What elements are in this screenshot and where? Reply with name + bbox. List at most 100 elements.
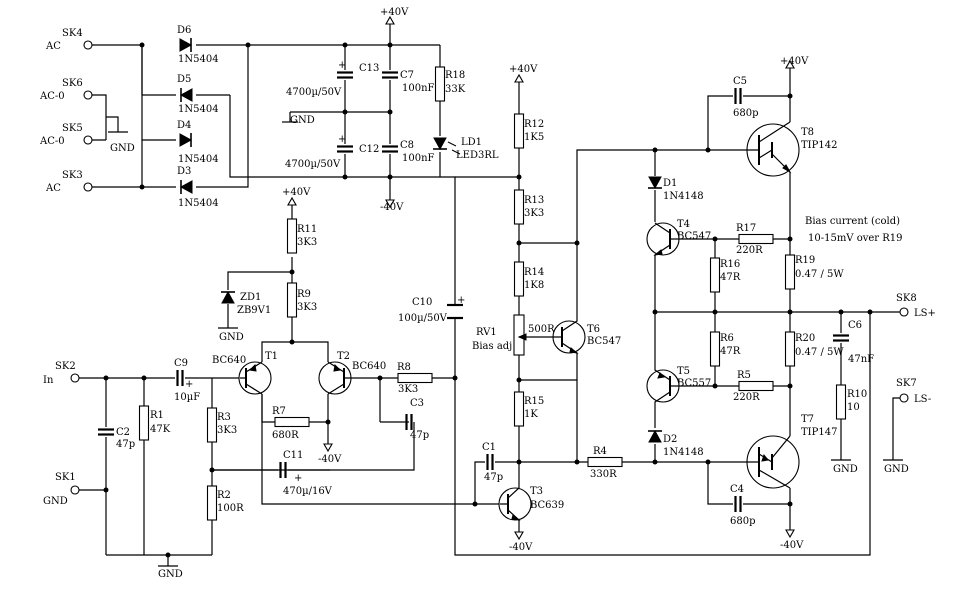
d3-value: 1N5404	[178, 198, 219, 209]
c12-ref: C12	[359, 144, 379, 155]
sk4-ref: SK4	[62, 28, 83, 39]
svg-text:+: +	[338, 134, 346, 145]
ld1-value: LED3RL	[456, 150, 499, 161]
sk1-label: GND	[43, 496, 68, 507]
c8-capacitor	[380, 145, 400, 153]
svg-text:+: +	[294, 473, 302, 484]
psu-pos-rail: +40V	[380, 7, 409, 18]
c3-ref: C3	[410, 398, 424, 409]
r8-resistor	[397, 372, 433, 384]
svg-text:+: +	[457, 295, 465, 306]
sk2-label: In	[43, 375, 54, 386]
r17-resistor	[738, 233, 774, 245]
r16-resistor	[709, 257, 721, 293]
d3-ref: D3	[177, 166, 191, 177]
sk5-terminal[interactable]	[83, 135, 93, 145]
r15-ref: R15	[524, 396, 544, 407]
sk3-ref: SK3	[62, 170, 83, 181]
r17-value: 220R	[736, 245, 763, 256]
sk8-terminal[interactable]	[899, 307, 909, 317]
r5-resistor	[738, 380, 774, 392]
r16-value: 47R	[720, 272, 741, 283]
c4-ref: C4	[730, 484, 744, 495]
t3-ref: T3	[530, 486, 543, 497]
sk4-terminal[interactable]	[83, 40, 93, 50]
d4-value: 1N5404	[178, 154, 219, 165]
svg-text:+: +	[338, 60, 346, 71]
r9-resistor	[286, 282, 298, 318]
t7-ref: T7	[801, 414, 814, 425]
c5-value: 680p	[733, 108, 759, 119]
c4-capacitor	[734, 494, 742, 514]
r3-resistor	[206, 407, 218, 443]
r13-value: 3K3	[524, 208, 544, 219]
t2-value: BC640	[352, 361, 386, 372]
c12-value: 4700µ/50V	[285, 159, 341, 170]
r10-value: 10	[847, 402, 860, 413]
r14-resistor	[513, 261, 525, 297]
vas-stage: + C10 100µ/50V +40V R12 1K5 R13 3K3 R14 …	[398, 64, 871, 556]
r20-value: 0.47 / 5W	[795, 347, 844, 358]
t3-value: BC639	[530, 500, 564, 511]
r11-resistor	[286, 218, 298, 254]
r14-value: 1K8	[524, 280, 544, 291]
c3-value: 47p	[410, 430, 429, 441]
sk2-ref: SK2	[55, 361, 76, 372]
t4-ref: T4	[677, 219, 690, 230]
r7-ref: R7	[272, 406, 286, 417]
sk8-ref: SK8	[896, 293, 917, 304]
c13-value: 4700µ/50V	[286, 87, 342, 98]
r4-ref: R4	[593, 446, 607, 457]
c1-value: 47p	[484, 472, 503, 483]
sk7-terminal[interactable]	[899, 393, 909, 403]
r8-value: 3K3	[398, 384, 418, 395]
c13-ref: C13	[359, 63, 379, 74]
sk8-label: LS+	[914, 308, 936, 319]
t6-ref: T6	[587, 324, 600, 335]
r10-ref: R10	[847, 389, 867, 400]
c1-capacitor	[486, 452, 494, 472]
sk3-terminal[interactable]	[83, 182, 93, 192]
r18-value: 33K	[445, 84, 466, 95]
r12-ref: R12	[524, 119, 544, 130]
input-stage: SK2 In SK1 GND + C9 10µF C2 47p R1 47K G…	[43, 187, 500, 580]
r6-ref: R6	[720, 333, 734, 344]
c10-ref: C10	[412, 297, 432, 308]
r7-resistor	[274, 416, 310, 428]
sk3-label: AC	[45, 183, 61, 194]
bias-note-line-2: 10-15mV over R19	[808, 233, 903, 244]
d4-ref: D4	[177, 120, 191, 131]
r7-value: 680R	[272, 430, 299, 441]
r1-resistor	[138, 405, 150, 441]
c6-capacitor	[831, 334, 851, 342]
sk1-ref: SK1	[55, 472, 76, 483]
r16-ref: R16	[720, 259, 740, 270]
c6-ref: C6	[848, 320, 862, 331]
ld1-ref: LD1	[461, 137, 482, 148]
r6-resistor	[709, 331, 721, 367]
t1-ref: T1	[265, 351, 278, 362]
r9-ref: R9	[297, 289, 311, 300]
c2-capacitor	[96, 428, 116, 436]
d2-value: 1N4148	[663, 447, 704, 458]
sk2-terminal[interactable]	[70, 373, 80, 383]
d5-diode	[180, 87, 193, 103]
c2-value: 47p	[116, 439, 135, 450]
r4-value: 330R	[590, 469, 617, 480]
sk6-terminal[interactable]	[83, 90, 93, 100]
r8-ref: R8	[397, 362, 411, 373]
r19-value: 0.47 / 5W	[795, 269, 844, 280]
t2-neg-rail: -40V	[318, 454, 342, 465]
t3-neg-rail: -40V	[509, 542, 533, 553]
r20-ref: R20	[795, 333, 815, 344]
t5-value: BC557	[677, 378, 711, 389]
t8-value: TIP142	[801, 140, 837, 151]
rv1-note: Bias adj	[472, 341, 512, 352]
zener-gnd-label: GND	[219, 332, 244, 343]
r14-ref: R14	[524, 267, 544, 278]
c9-value: 10µF	[174, 392, 200, 403]
sk1-terminal[interactable]	[70, 485, 80, 495]
c13-capacitor	[335, 71, 355, 79]
input-gnd-label: GND	[158, 569, 183, 580]
